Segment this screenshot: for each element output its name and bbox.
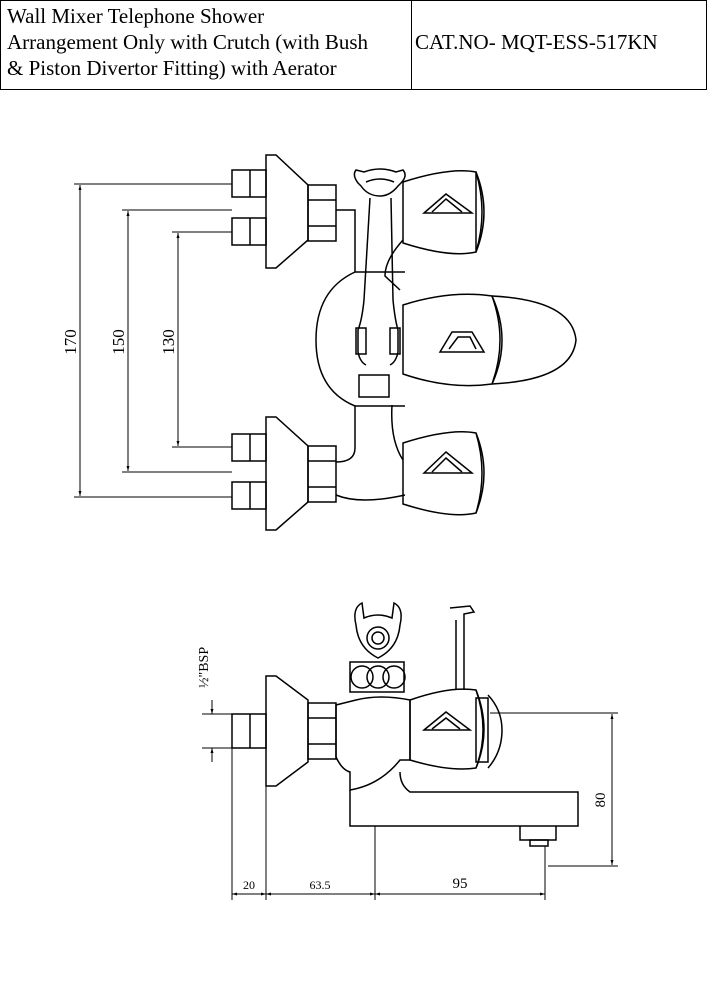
front-dimension-labels: 170 150 130: [61, 329, 178, 355]
top-handle: [402, 170, 485, 255]
side-dimension-labels: ½"BSP 80 20 63.5 95: [197, 647, 609, 892]
side-dimension-lines: [202, 700, 618, 900]
svg-text:½"BSP: ½"BSP: [197, 647, 212, 688]
dim-label-63-5: 63.5: [310, 878, 331, 892]
dim-label-150: 150: [109, 329, 128, 355]
product-title-line-1: Wall Mixer Telephone Shower: [7, 4, 265, 28]
dim-label-95: 95: [453, 876, 468, 892]
front-dimension-lines: [74, 183, 232, 498]
product-title-line-3: & Piston Divertor Fitting) with Aerator: [7, 56, 337, 80]
bottom-handle: [402, 431, 485, 516]
side-handle: [409, 688, 489, 770]
dim-label-80: 80: [593, 793, 609, 808]
catalog-number: CAT.NO- MQT-ESS-517KN: [415, 30, 658, 54]
side-wall-flange: [231, 675, 309, 787]
bsp-fraction: ½": [197, 672, 212, 688]
dim-label-130: 130: [159, 329, 178, 355]
spout: [349, 771, 579, 847]
title-block: Wall Mixer Telephone Shower Arrangement …: [0, 0, 707, 90]
dim-label-20: 20: [243, 878, 255, 892]
side-diverter-lever: [449, 605, 503, 769]
shower-crutch: [353, 168, 406, 398]
dim-label-170: 170: [61, 329, 80, 355]
mixer-body: [315, 209, 406, 501]
front-view: [74, 154, 577, 531]
side-view: [202, 601, 618, 900]
side-shower-crutch: [349, 601, 406, 693]
bottom-hex-nut: [307, 445, 337, 503]
product-title-line-2: Arrangement Only with Crutch (with Bush: [7, 30, 369, 54]
bsp-label: ½"BSP: [197, 647, 212, 688]
top-hex-nut: [307, 184, 337, 242]
bsp-text: BSP: [197, 647, 212, 672]
top-wall-flange: [231, 154, 309, 269]
side-mixer-body: [335, 696, 411, 791]
diverter-handle: [402, 293, 577, 387]
bottom-wall-flange: [231, 416, 309, 531]
side-hex-nut: [307, 702, 337, 760]
product-title: Wall Mixer Telephone Shower Arrangement …: [1, 1, 412, 89]
